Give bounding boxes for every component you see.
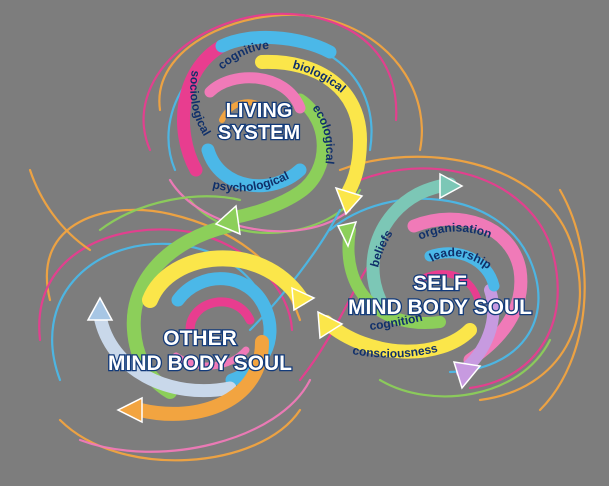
flow-arrows xyxy=(86,172,482,424)
self-title-line2: MIND BODY SOUL xyxy=(348,296,532,319)
arrow-head-yellow-right xyxy=(291,286,316,312)
arrow-head-teal-right xyxy=(439,172,464,200)
arrow-head-orange-left xyxy=(116,396,143,424)
arrow-head-yellow-right-2 xyxy=(317,310,344,340)
living-system-title-line1: LIVING xyxy=(226,100,293,122)
other-title-line1: OTHER xyxy=(163,327,237,350)
arrow-head-green-left xyxy=(214,204,241,236)
self-title-line1: SELF xyxy=(413,272,467,295)
arrow-head-yellow-down xyxy=(334,186,364,216)
other-title-line2: MIND BODY SOUL xyxy=(108,352,292,375)
arrow-head-lavender-down xyxy=(452,361,482,390)
label-sociological: sociological xyxy=(187,70,214,139)
label-leadership: leadership xyxy=(427,245,494,272)
living-system-spiral xyxy=(177,31,368,225)
cluster-titles: LIVING SYSTEM SELF MIND BODY SOUL OTHER … xyxy=(107,99,534,377)
arrow-head-green-down xyxy=(336,220,358,248)
other-spiral xyxy=(93,219,308,421)
label-ecological: ecological xyxy=(310,102,338,165)
living-system-title-line2: SYSTEM xyxy=(218,122,300,144)
arrow-head-blue-up xyxy=(86,296,114,321)
